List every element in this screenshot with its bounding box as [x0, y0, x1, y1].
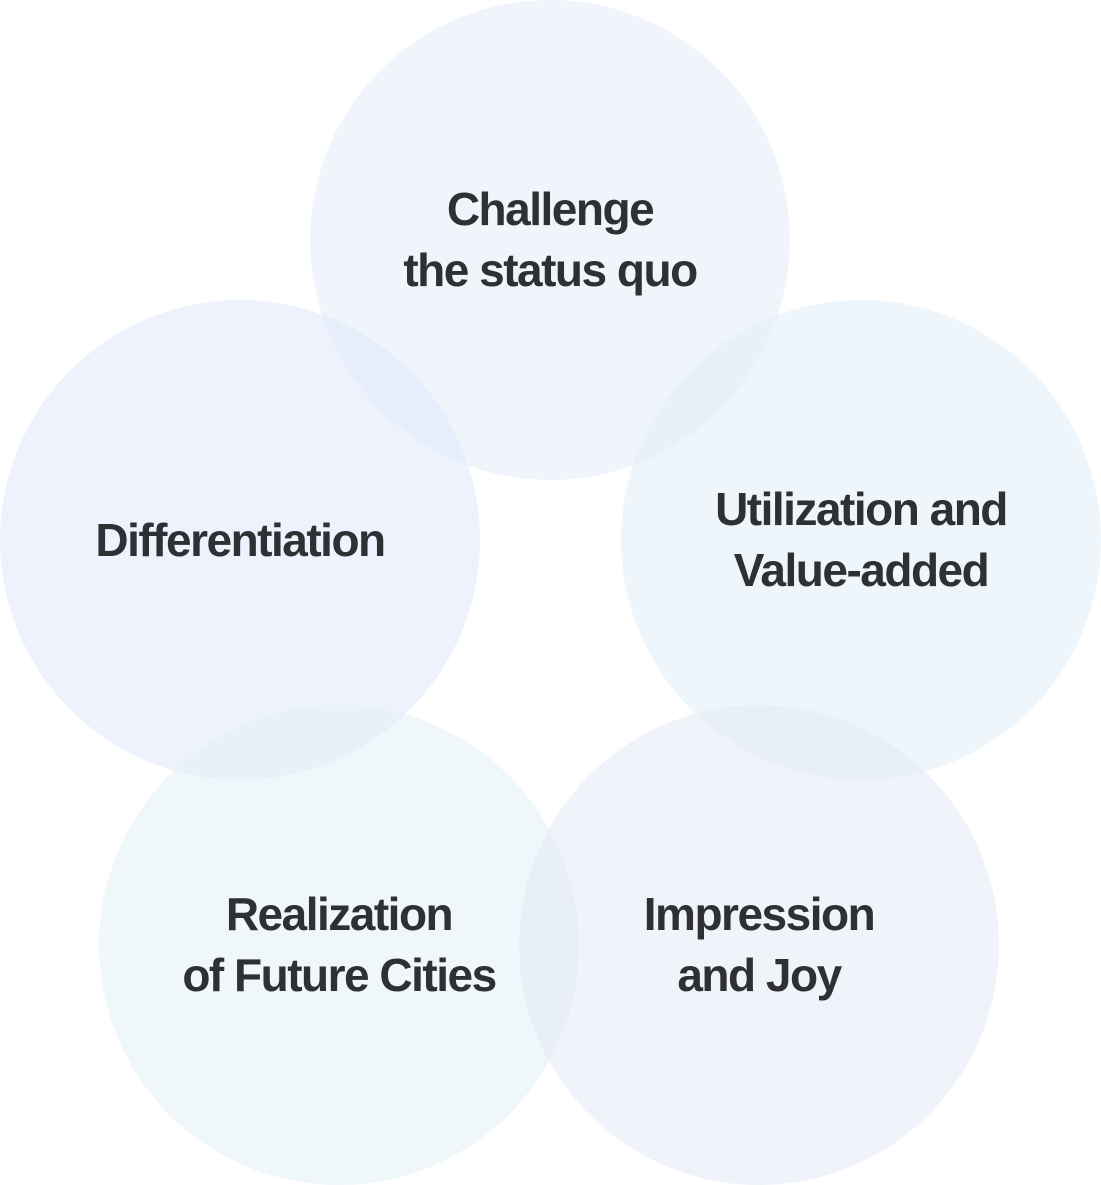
- label-utilization: Utilization and Value-added: [621, 300, 1101, 780]
- circle-utilization: [621, 300, 1101, 780]
- label-challenge-line1: Challenge: [446, 183, 655, 235]
- label-impression: Impression and Joy: [519, 705, 999, 1185]
- label-utilization-line2: Value-added: [733, 544, 990, 596]
- label-differentiation-line1: Differentiation: [95, 513, 386, 566]
- label-realization-line2: of Future Cities: [182, 949, 497, 1001]
- circle-differentiation: [0, 300, 480, 780]
- circle-impression: [519, 705, 999, 1185]
- label-utilization-line1: Utilization and: [715, 483, 1008, 535]
- label-realization-line1: Realization: [225, 888, 454, 940]
- label-challenge-line2: the status quo: [403, 244, 698, 296]
- label-impression-line1: Impression: [643, 888, 876, 940]
- label-challenge: Challenge the status quo: [310, 0, 790, 480]
- circle-realization: [99, 705, 579, 1185]
- label-differentiation: Differentiation: [0, 300, 480, 780]
- label-realization: Realization of Future Cities: [99, 705, 579, 1185]
- label-impression-line2: and Joy: [677, 949, 842, 1001]
